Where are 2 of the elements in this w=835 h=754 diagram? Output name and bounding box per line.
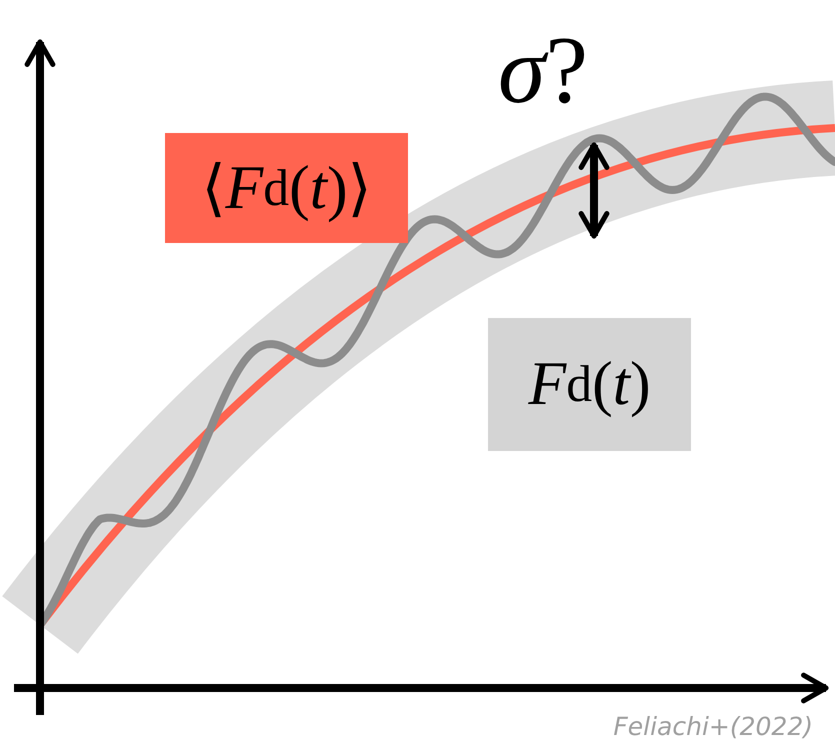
sigma-label: σ? xyxy=(498,22,588,118)
citation-text: Feliachi+(2022) xyxy=(613,712,813,741)
